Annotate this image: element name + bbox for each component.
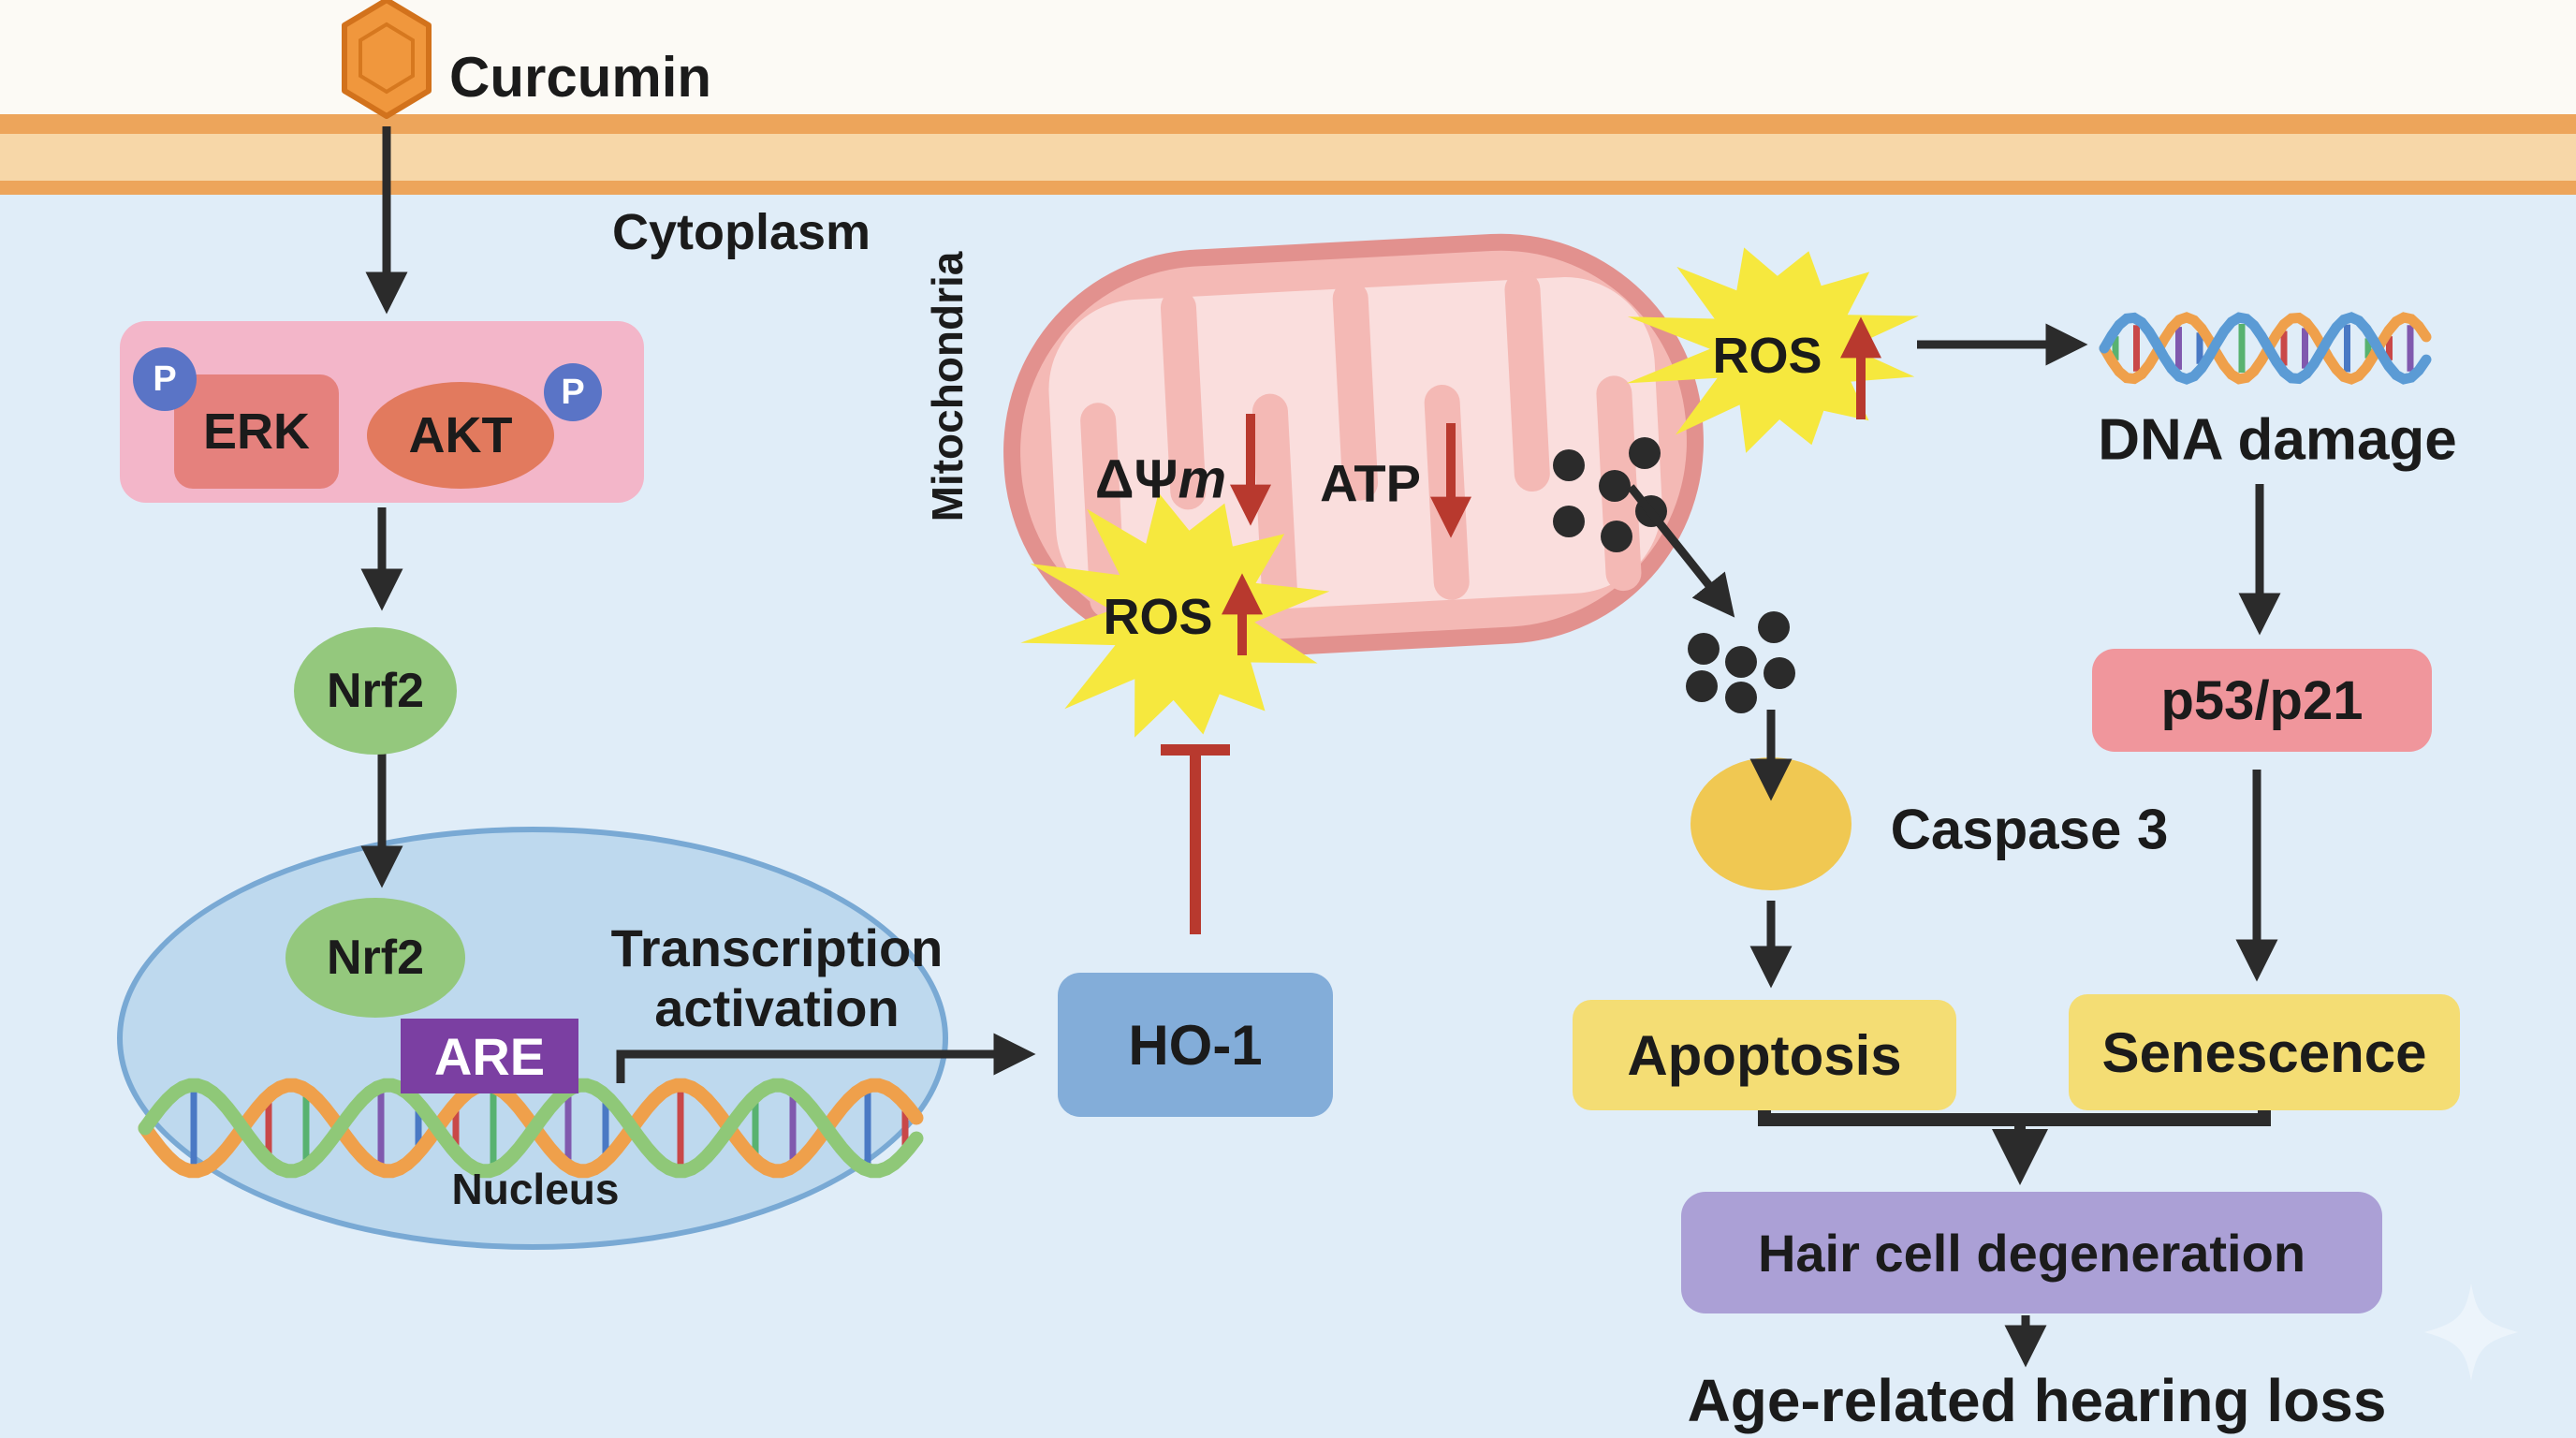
mitochondria-matrix (1048, 277, 1662, 616)
plasma-membrane-outer-leaflet (0, 114, 2576, 134)
hair-cell-degeneration-label: Hair cell degeneration (1757, 1223, 2306, 1283)
nrf2-cytoplasm-node: Nrf2 (294, 627, 457, 755)
mitochondria-cristae (1080, 271, 1642, 618)
nrf2-label: Nrf2 (326, 664, 425, 718)
phospho-label: P (153, 359, 177, 399)
cytoplasm-label: Cytoplasm (611, 204, 871, 260)
delta-psi-text: ΔΨ (1094, 448, 1178, 510)
arrow-cytc-release (1627, 484, 1735, 618)
dna-damage-label: DNA damage (2098, 407, 2457, 473)
atp-label: ATP (1320, 453, 1421, 513)
cytochrome-c-dots-inside-mito (1553, 437, 1667, 552)
plasma-membrane-core (0, 134, 2576, 181)
nucleus-label: Nucleus (451, 1165, 620, 1213)
phospho-badge: P (133, 347, 197, 411)
senescence-box: Senescence (2069, 994, 2460, 1110)
erk-node: ERK (174, 374, 339, 489)
p53-p21-label: p53/p21 (2160, 669, 2364, 731)
caspase3-label: Caspase 3 (1890, 798, 2169, 861)
are-label: ARE (433, 1026, 546, 1086)
four-point-sparkle-icon (2424, 1284, 2518, 1381)
red-arrows (1161, 316, 1882, 934)
transcription-line1: Transcription (610, 918, 944, 977)
age-related-hearing-loss-label: Age-related hearing loss (1687, 1367, 2387, 1434)
extracellular-region (0, 0, 2576, 114)
ho1-box: HO-1 (1058, 973, 1333, 1117)
nrf2-nucleus-node: Nrf2 (285, 898, 465, 1018)
inhibition-tbar-ho1-ros (1161, 744, 1230, 934)
apoptosis-label: Apoptosis (1627, 1023, 1902, 1087)
merge-bracket (1758, 1108, 2271, 1126)
erk-label: ERK (202, 404, 310, 460)
hair-cell-degeneration-box: Hair cell degeneration (1681, 1192, 2382, 1313)
transcription-activation-label: Transcription activation (611, 918, 944, 1038)
p53-p21-box: p53/p21 (2092, 649, 2432, 752)
phospho-badge: P (544, 363, 602, 421)
mitochondria-label: Mitochondria (923, 251, 972, 522)
curcumin-label: Curcumin (449, 46, 712, 109)
nrf2-label: Nrf2 (326, 931, 425, 985)
caspase3-node (1690, 757, 1852, 890)
senescence-label: Senescence (2101, 1020, 2427, 1084)
phospho-label: P (561, 372, 585, 412)
plasma-membrane-inner-leaflet (0, 181, 2576, 195)
ros-cytosolic-label: ROS (1103, 589, 1213, 645)
ho1-label: HO-1 (1128, 1013, 1263, 1077)
mmp-label: ΔΨm (1095, 448, 1226, 511)
akt-label: AKT (408, 407, 513, 463)
cytochrome-c-dots-released (1686, 611, 1795, 713)
mitochondria-shape (1003, 233, 1704, 660)
are-box: ARE (401, 1019, 578, 1093)
transcription-line2: activation (654, 978, 900, 1037)
akt-node: AKT (367, 382, 554, 489)
damaged-dna-helix-icon (2099, 312, 2432, 385)
delta-psi-m-text: m (1178, 448, 1227, 510)
apoptosis-box: Apoptosis (1573, 1000, 1956, 1110)
ros-mitochondrial-label: ROS (1712, 328, 1822, 384)
